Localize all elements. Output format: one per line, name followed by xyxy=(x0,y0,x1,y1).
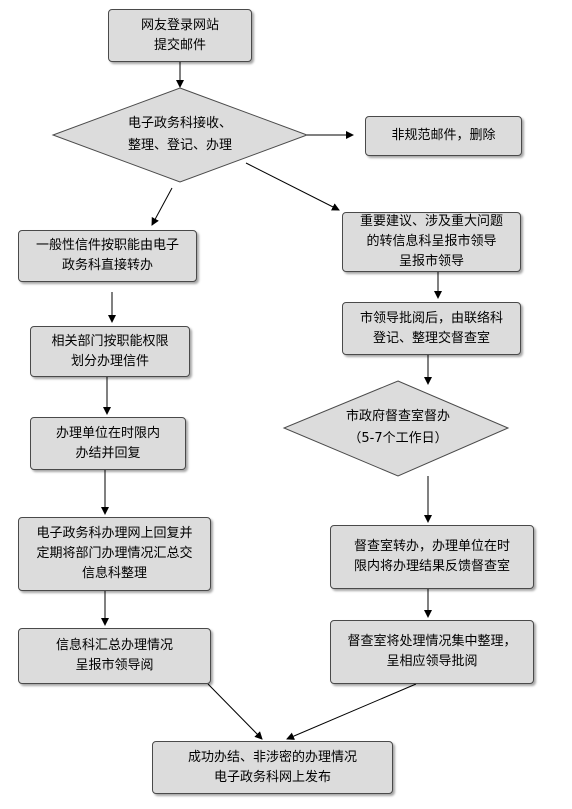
arrow-summary-publish xyxy=(207,683,263,740)
node-online-reply: 电子政务科办理网上回复并定期将部门办理情况汇总交信息科整理 xyxy=(18,517,211,591)
arrow-receive-general xyxy=(151,187,173,226)
receive-diamond xyxy=(51,87,309,183)
node-receive: 电子政务科接收、整理、登记、办理 xyxy=(127,116,232,153)
node-summary: 信息科汇总办理情况呈报市领导阅 xyxy=(18,628,211,684)
supervise-diamond xyxy=(282,380,510,477)
node-leader-review: 市领导批阅后，由联络科登记、整理交督查室 xyxy=(342,302,521,355)
node-supervise: 市政府督查室督办（5-7个工作日） xyxy=(345,409,450,446)
node-depts: 相关部门按职能权限划分办理信件 xyxy=(30,326,190,377)
node-important: 重要建议、涉及重大问题的转信息科呈报市领导呈报市领导 xyxy=(342,212,521,272)
arrow-collect-publish xyxy=(286,683,417,740)
node-transfer: 督查室转办，办理单位在时限内将办理结果反馈督查室 xyxy=(330,525,534,589)
node-general: 一般性信件按职能由电子政务科直接转办 xyxy=(18,230,197,282)
node-start: 网友登录网站提交邮件 xyxy=(108,9,252,62)
node-units-reply: 办理单位在时限内办结并回复 xyxy=(30,417,186,470)
node-collect: 督查室将处理情况集中整理，呈相应领导批阅 xyxy=(330,620,534,684)
node-reject: 非规范邮件，删除 xyxy=(365,116,522,156)
arrow-receive-important xyxy=(245,162,340,211)
node-publish: 成功办结、非涉密的办理情况电子政务科网上发布 xyxy=(152,741,393,794)
